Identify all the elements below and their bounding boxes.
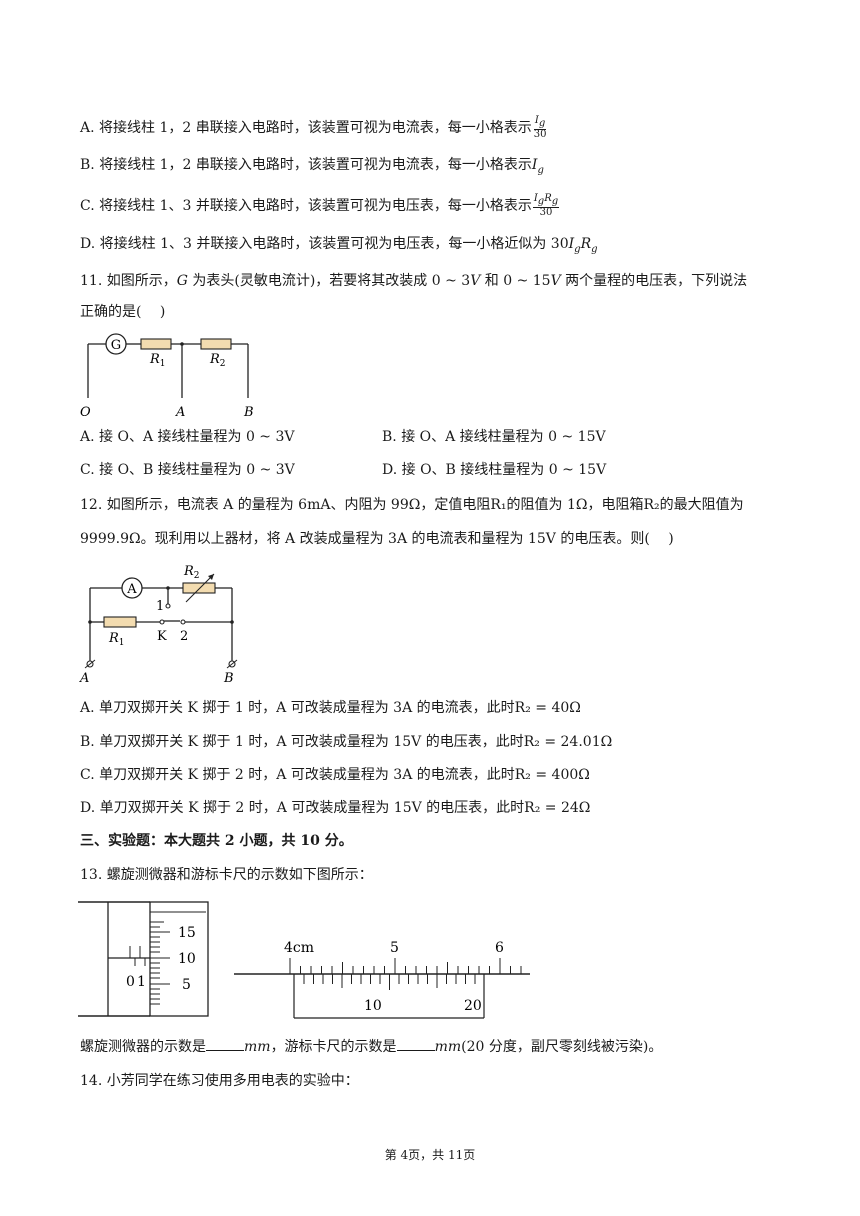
svg-text:A: A bbox=[79, 671, 89, 686]
svg-text:5: 5 bbox=[182, 977, 191, 993]
q10-option-d: D. 将接线柱 1、3 并联接入电路时，该装置可视为电压表，每一小格近似为 30… bbox=[80, 236, 598, 255]
section-3-heading: 三、实验题：本大题共 2 小题，共 10 分。 bbox=[80, 833, 353, 849]
svg-text:R1: R1 bbox=[108, 631, 125, 648]
svg-text:R2: R2 bbox=[183, 564, 200, 581]
q11-option-a: A. 接 O、A 接线柱量程为 0 ~ 3V bbox=[80, 429, 295, 445]
svg-text:4cm: 4cm bbox=[284, 940, 314, 956]
q12-stem-line1: 12. 如图所示，电流表 A 的量程为 6mA、内阻为 99Ω，定值电阻R₁的阻… bbox=[80, 497, 744, 513]
svg-text:K: K bbox=[157, 629, 167, 644]
svg-text:A: A bbox=[175, 405, 185, 420]
vernier-caliper-figure: 4cm 5 6 10 20 bbox=[234, 940, 530, 1019]
thimble-icon bbox=[149, 901, 209, 1017]
svg-text:O: O bbox=[80, 405, 91, 420]
q12-option-d: D. 单刀双掷开关 K 掷于 2 时，A 可改装成量程为 15V 的电压表，此时… bbox=[80, 800, 591, 816]
svg-text:15: 15 bbox=[178, 925, 196, 941]
svg-text:0: 0 bbox=[126, 974, 135, 990]
svg-text:R2: R2 bbox=[209, 352, 226, 369]
svg-text:B: B bbox=[223, 671, 234, 686]
q11-option-b: B. 接 O、A 接线柱量程为 0 ~ 15V bbox=[382, 429, 606, 445]
svg-text:1: 1 bbox=[156, 599, 164, 614]
q12-option-a: A. 单刀双掷开关 K 掷于 1 时，A 可改装成量程为 3A 的电流表，此时R… bbox=[80, 700, 581, 716]
svg-text:10: 10 bbox=[364, 998, 382, 1014]
svg-text:R1: R1 bbox=[149, 352, 166, 369]
q12-option-c: C. 单刀双掷开关 K 掷于 2 时，A 可改装成量程为 3A 的电流表，此时R… bbox=[80, 767, 590, 783]
svg-text:2: 2 bbox=[180, 629, 188, 644]
svg-text:6: 6 bbox=[495, 940, 504, 956]
svg-text:1: 1 bbox=[137, 974, 146, 990]
resistor-r1-icon bbox=[103, 616, 137, 628]
q11-circuit-diagram: G R1 R2 O A B bbox=[80, 333, 254, 420]
q11-stem-line2: 正确的是( ) bbox=[80, 304, 166, 320]
answer-blank-caliper[interactable] bbox=[396, 1036, 435, 1051]
q11-option-d: D. 接 O、B 接线柱量程为 0 ~ 15V bbox=[382, 462, 607, 478]
micrometer-figure: 0 1 15 10 5 bbox=[78, 901, 209, 1017]
svg-text:5: 5 bbox=[390, 940, 399, 956]
resistor-r1-icon bbox=[140, 338, 172, 350]
page-footer: 第 4页，共 11页 bbox=[384, 1148, 476, 1162]
resistor-r2-icon bbox=[200, 338, 232, 350]
q14-stem: 14. 小芳同学在练习使用多用电表的实验中： bbox=[80, 1073, 359, 1089]
q12-option-b: B. 单刀双掷开关 K 掷于 1 时，A 可改装成量程为 15V 的电压表，此时… bbox=[80, 734, 613, 750]
answer-blank-micrometer[interactable] bbox=[206, 1036, 244, 1051]
q11-option-c: C. 接 O、B 接线柱量程为 0 ~ 3V bbox=[80, 462, 295, 478]
svg-text:A: A bbox=[126, 582, 137, 597]
q11-stem-line1: 11. 如图所示，G 为表头(灵敏电流计)，若要将其改装成 0 ~ 3V 和 0… bbox=[80, 273, 748, 289]
svg-text:G: G bbox=[111, 338, 121, 353]
svg-text:B: B bbox=[243, 405, 254, 420]
rheostat-r2-icon bbox=[182, 582, 216, 594]
svg-text:10: 10 bbox=[178, 951, 196, 967]
q10-option-b: B. 将接线柱 1，2 串联接入电路时，该装置可视为电流表，每一小格表示Ig bbox=[80, 157, 544, 176]
switch-pivot-icon bbox=[159, 619, 165, 625]
q12-stem-line2: 9999.9Ω。现利用以上器材，将 A 改装成量程为 3A 的电流表和量程为 1… bbox=[80, 531, 674, 547]
svg-text:20: 20 bbox=[464, 998, 482, 1014]
q12-circuit-diagram: A R2 1 R1 K 2 A B bbox=[79, 564, 238, 686]
q13-stem: 13. 螺旋测微器和游标卡尺的示数如下图所示： bbox=[80, 867, 373, 883]
